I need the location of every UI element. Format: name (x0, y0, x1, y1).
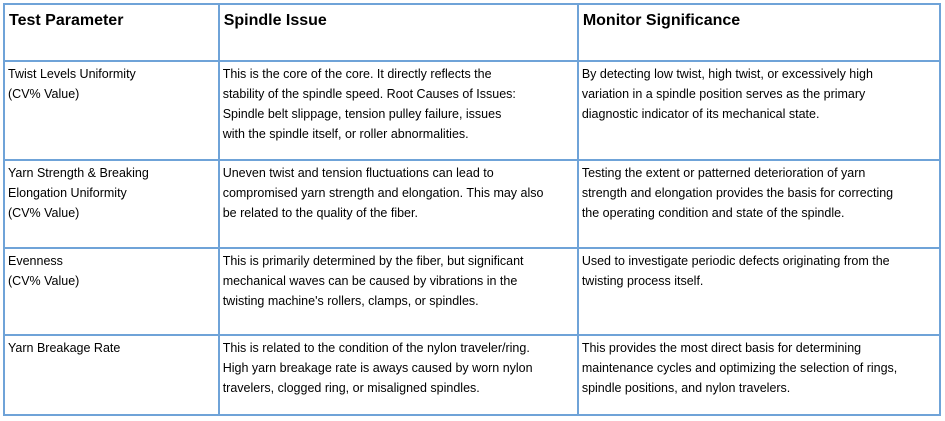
cell-line: mechanical waves can be caused by vibrat… (222, 273, 518, 288)
cell-line: (CV% Value) (8, 206, 80, 221)
cell-spindle-issue: This is primarily determined by the fibe… (217, 246, 579, 336)
cell-line: Spindle belt slippage, tension pulley fa… (222, 107, 502, 121)
cell-line: Evenness (8, 253, 63, 268)
cell-monitor-significance: Used to investigate periodic defects ori… (576, 246, 942, 336)
cell-line: compromised yarn strength and elongation… (222, 186, 544, 201)
spindle-monitoring-table: Test Parameter Spindle Issue Monitor Sig… (3, 3, 942, 417)
cell-line: be related to the quality of the fiber. (222, 206, 418, 221)
cell-line: stability of the spindle speed. Root Cau… (222, 87, 516, 101)
cell-line: diagnostic indicator of its mechanical s… (581, 107, 820, 121)
table-row: Evenness (CV% Value) This is primarily d… (3, 246, 942, 336)
cell-line: Used to investigate periodic defects ori… (581, 253, 890, 268)
cell-spindle-issue: Uneven twist and tension fluctuations ca… (217, 159, 579, 249)
cell-line: Uneven twist and tension fluctuations ca… (222, 166, 494, 181)
cell-monitor-significance: By detecting low twist, high twist, or e… (576, 59, 942, 162)
cell-test-parameter: Evenness (CV% Value) (3, 246, 220, 336)
cell-line: with the spindle itself, or roller abnor… (222, 127, 469, 141)
cell-line: Testing the extent or patterned deterior… (581, 166, 866, 181)
header-monitor-significance: Monitor Significance (576, 3, 942, 62)
cell-line: Elongation Uniformity (8, 186, 127, 201)
cell-monitor-significance: This provides the most direct basis for … (576, 333, 942, 417)
cell-line: (CV% Value) (8, 87, 80, 101)
table-row: Twist Levels Uniformity (CV% Value) This… (3, 59, 942, 162)
cell-line: travelers, clogged ring, or misaligned s… (222, 380, 480, 395)
cell-spindle-issue: This is related to the condition of the … (217, 333, 579, 417)
cell-line: Yarn Breakage Rate (8, 340, 121, 355)
cell-line: variation in a spindle position serves a… (581, 87, 866, 101)
header-test-parameter: Test Parameter (3, 3, 220, 62)
cell-line: the operating condition and state of the… (581, 206, 845, 221)
cell-line: spindle positions, and nylon travelers. (581, 380, 791, 395)
cell-spindle-issue: This is the core of the core. It directl… (217, 59, 579, 162)
header-spindle-issue: Spindle Issue (217, 3, 579, 62)
cell-test-parameter: Yarn Breakage Rate (3, 333, 220, 417)
cell-line: (CV% Value) (8, 273, 80, 288)
cell-test-parameter: Yarn Strength & Breaking Elongation Unif… (3, 159, 220, 249)
cell-line: twisting machine's rollers, clamps, or s… (222, 293, 479, 308)
cell-test-parameter: Twist Levels Uniformity (CV% Value) (3, 59, 220, 162)
cell-line: maintenance cycles and optimizing the se… (581, 360, 898, 375)
cell-line: strength and elongation provides the bas… (581, 186, 894, 201)
cell-line: Twist Levels Uniformity (8, 67, 136, 81)
cell-line: This provides the most direct basis for … (581, 340, 862, 355)
cell-line: Yarn Strength & Breaking (8, 166, 149, 181)
cell-line: This is the core of the core. It directl… (222, 67, 492, 81)
cell-monitor-significance: Testing the extent or patterned deterior… (576, 159, 942, 249)
cell-line: By detecting low twist, high twist, or e… (581, 67, 873, 81)
cell-line: This is primarily determined by the fibe… (222, 253, 524, 268)
cell-line: twisting process itself. (581, 273, 704, 288)
table-row: Yarn Breakage Rate This is related to th… (3, 333, 942, 417)
table-row: Yarn Strength & Breaking Elongation Unif… (3, 159, 942, 249)
cell-line: High yarn breakage rate is aways caused … (222, 360, 533, 375)
table-header-row: Test Parameter Spindle Issue Monitor Sig… (3, 3, 942, 62)
cell-line: This is related to the condition of the … (222, 340, 530, 355)
